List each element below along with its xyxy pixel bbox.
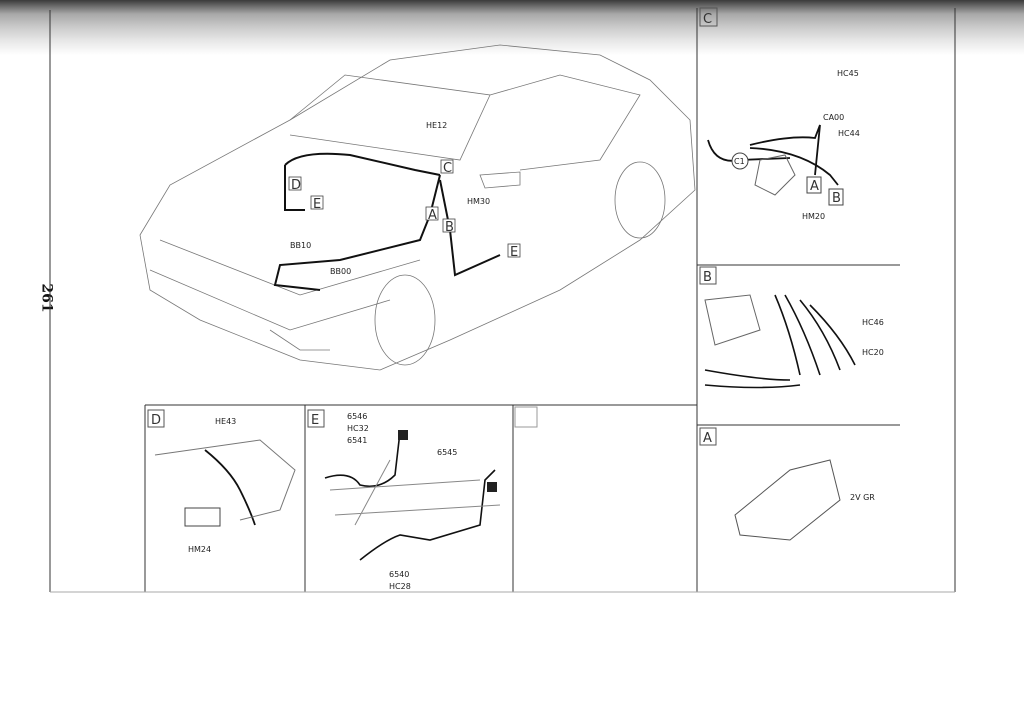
svg-text:A: A bbox=[703, 431, 712, 446]
svg-text:BB10: BB10 bbox=[290, 241, 311, 250]
panel-e: E 6546 HC32 6541 6545 6540 HC28 bbox=[307, 409, 501, 591]
svg-text:HC44: HC44 bbox=[838, 129, 860, 138]
panel-a: A 2V GR bbox=[699, 427, 875, 541]
panel-frames bbox=[49, 8, 956, 593]
svg-text:B: B bbox=[445, 220, 454, 235]
svg-text:HM30: HM30 bbox=[467, 197, 490, 206]
svg-text:BB00: BB00 bbox=[330, 267, 351, 276]
svg-text:HC46: HC46 bbox=[862, 318, 884, 327]
main-connector-boxes bbox=[288, 159, 521, 258]
svg-text:HM24: HM24 bbox=[188, 545, 211, 554]
svg-text:6540: 6540 bbox=[389, 570, 409, 579]
svg-text:HE43: HE43 bbox=[215, 417, 236, 426]
svg-text:E: E bbox=[510, 245, 518, 260]
svg-text:C: C bbox=[443, 161, 452, 176]
main-labels: HE12 HM30 BB10 BB00 bbox=[290, 121, 490, 276]
svg-text:6541: 6541 bbox=[347, 436, 367, 445]
svg-text:6546: 6546 bbox=[347, 412, 367, 421]
svg-text:D: D bbox=[151, 413, 161, 428]
svg-text:HC32: HC32 bbox=[347, 424, 369, 433]
svg-text:B: B bbox=[832, 191, 841, 206]
svg-text:C: C bbox=[703, 12, 712, 27]
svg-text:HC20: HC20 bbox=[862, 348, 884, 357]
svg-text:CA00: CA00 bbox=[823, 113, 844, 122]
svg-text:C1: C1 bbox=[734, 157, 745, 166]
panel-c: C C1 HC45 CA00 HC44 HM20 A B bbox=[699, 7, 860, 221]
svg-text:2V GR: 2V GR bbox=[850, 493, 875, 502]
svg-text:B: B bbox=[703, 270, 712, 285]
svg-text:HM20: HM20 bbox=[802, 212, 825, 221]
panel-b: B HC46 HC20 bbox=[699, 266, 884, 389]
empty-panel-tag bbox=[514, 406, 538, 428]
svg-text:HC45: HC45 bbox=[837, 69, 859, 78]
car-illustration bbox=[139, 44, 696, 371]
svg-text:HC28: HC28 bbox=[389, 582, 411, 591]
svg-text:E: E bbox=[313, 197, 321, 212]
svg-text:D: D bbox=[291, 178, 301, 193]
panel-d: D HE43 HM24 bbox=[147, 409, 296, 554]
svg-text:6545: 6545 bbox=[437, 448, 457, 457]
main-box-letters: D E C A B E bbox=[291, 161, 518, 260]
svg-text:A: A bbox=[810, 179, 819, 194]
svg-text:A: A bbox=[428, 208, 437, 223]
svg-text:HE12: HE12 bbox=[426, 121, 447, 130]
svg-text:E: E bbox=[311, 413, 319, 428]
